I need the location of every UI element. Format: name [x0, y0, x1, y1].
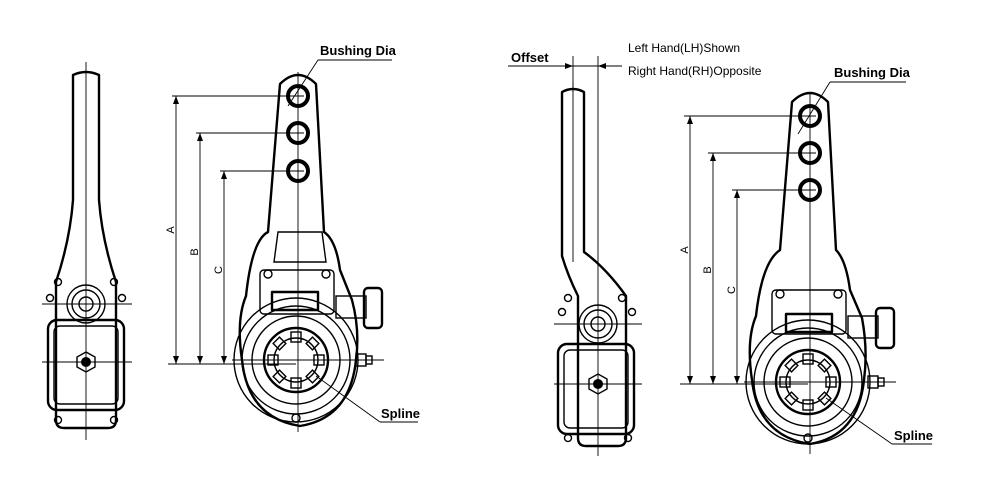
dimension-B-right: B: [702, 266, 714, 273]
spline-label-left: Spline: [381, 406, 420, 421]
offset-label: Offset: [511, 50, 549, 65]
dimension-A-right: A: [679, 246, 691, 254]
dimension-B-left: B: [189, 248, 201, 255]
right-hand-label: Right Hand(RH)Opposite: [628, 64, 762, 78]
bushing-dia-label-left: Bushing Dia: [320, 43, 397, 58]
side-view-left: [42, 62, 132, 440]
dimension-C-left: C: [213, 266, 225, 274]
front-view-right: A B C Bushing Dia Spline: [679, 65, 933, 454]
left-hand-label: Left Hand(LH)Shown: [628, 41, 740, 55]
side-view-right: Offset Left Hand(LH)Shown Right Hand(RH)…: [508, 41, 762, 456]
dimension-A-left: A: [165, 226, 177, 234]
bushing-dia-label-right: Bushing Dia: [834, 65, 911, 80]
dimension-C-right: C: [726, 286, 738, 294]
front-view-left: A B C Bushing Dia Spline: [165, 43, 420, 432]
spline-label-right: Spline: [894, 428, 933, 443]
